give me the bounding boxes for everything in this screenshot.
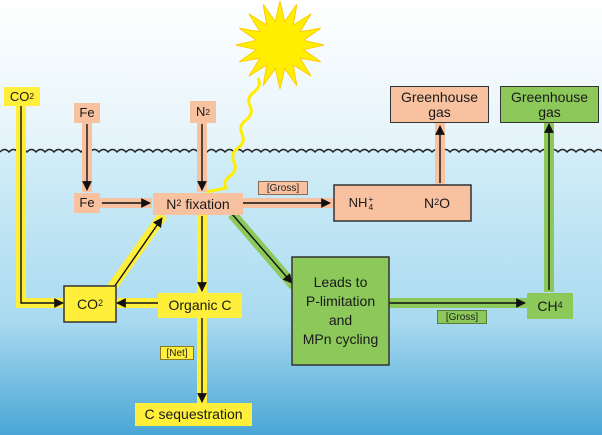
sunlight-ray [205,77,261,194]
co2-box [63,285,117,323]
p-limitation-box [291,256,390,366]
nh4-n2o-box [333,184,472,222]
organic-c-label: Organic C [158,293,242,318]
c-sequestration-label: C sequestration [135,403,252,426]
gross-tag-bottom: [Gross] [437,310,487,324]
gross-tag-top: [Gross] [258,181,308,195]
nh4-label: NH+4 [348,193,374,212]
fe-mid-label: Fe [74,193,100,213]
fe-top-label: Fe [74,103,100,123]
p-limitation-label: Leads to P-limitation and MPn cycling [302,274,379,347]
water-surface [0,148,602,154]
net-tag: [Net] [160,346,194,360]
sun-icon [235,0,325,90]
